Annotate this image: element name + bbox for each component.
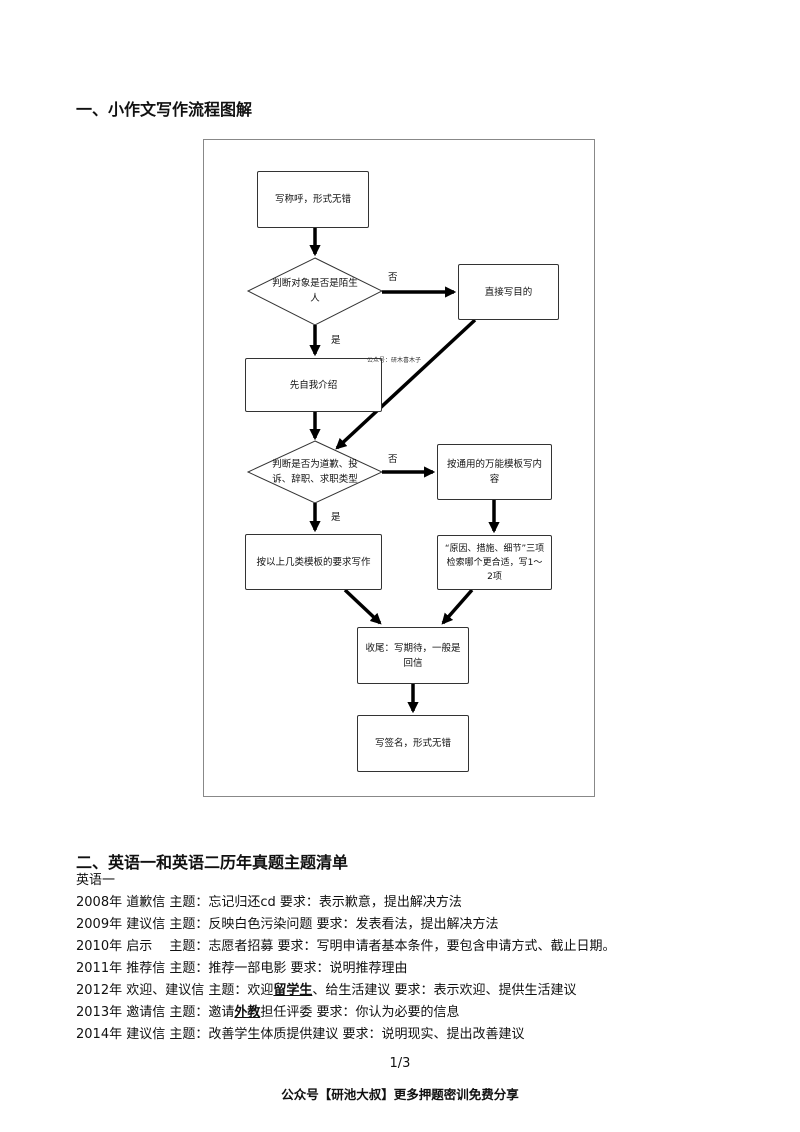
signature-box: 写签名，形式无错 xyxy=(357,715,469,772)
list-item: 2008年 道歉信 主题：忘记归还cd 要求：表示歉意，提出解决方法 xyxy=(76,895,462,910)
intro-box: 先自我介绍 xyxy=(245,358,382,412)
highlight-term: 留学生 xyxy=(273,983,313,998)
label-yes-2: 是 xyxy=(331,512,341,523)
arrow-specific-to-closing xyxy=(343,588,382,625)
flowchart-frame xyxy=(203,139,595,797)
closing-box: 收尾：写期待，一般是回信 xyxy=(357,627,469,684)
specific-box: 按以上几类模板的要求写作 xyxy=(245,534,382,590)
arrow-direct-to-decision2 xyxy=(335,318,477,450)
list-item: 2009年 建议信 主题：反映白色污染问题 要求：发表看法，提出解决方法 xyxy=(76,917,499,932)
list-subtitle: 英语一 xyxy=(76,873,116,888)
label-no-1: 否 xyxy=(388,272,398,283)
flowchart-watermark: 公众号：研木喜木子 xyxy=(367,357,422,364)
decision1-text: 判断对象是否是陌生人 xyxy=(272,278,358,304)
list-item: 2010年 启示 主题：志愿者招募 要求：写明申请者基本条件，要包含申请方式、截… xyxy=(76,939,616,954)
direct-box: 直接写目的 xyxy=(458,264,559,320)
decision2-text: 判断是否为道歉、投诉、辞职、求职类型 xyxy=(272,459,358,485)
universal-box: 按通用的万能模板写内容 xyxy=(437,444,552,500)
highlight-term: 外教 xyxy=(234,1005,261,1020)
section1-title: 一、小作文写作流程图解 xyxy=(76,100,253,119)
arrow-check-to-closing xyxy=(441,588,474,625)
section2-title: 二、英语一和英语二历年真题主题清单 xyxy=(76,853,349,872)
topic-list: 英语一 2008年 道歉信 主题：忘记归还cd 要求：表示歉意，提出解决方法 2… xyxy=(76,870,615,1046)
list-item: 2012年 欢迎、建议信 主题：欢迎留学生、给生活建议 要求：表示欢迎、提供生活… xyxy=(76,983,577,998)
list-item: 2014年 建议信 主题：改善学生体质提供建议 要求：说明现实、提出改善建议 xyxy=(76,1027,525,1042)
check-box: “原因、措施、细节”三项检索哪个更合适，写1～2项 xyxy=(437,535,552,590)
list-item: 2013年 邀请信 主题：邀请外教担任评委 要求：你认为必要的信息 xyxy=(76,1005,460,1020)
list-item: 2011年 推荐信 主题：推荐一部电影 要求：说明推荐理由 xyxy=(76,961,408,976)
page-number: 1/3 xyxy=(389,1056,411,1071)
label-no-2: 否 xyxy=(388,454,398,465)
label-yes-1: 是 xyxy=(331,335,341,346)
footer-text: 公众号【研池大叔】更多押题密训免费分享 xyxy=(281,1087,519,1102)
start-box: 写称呼，形式无错 xyxy=(257,171,369,228)
